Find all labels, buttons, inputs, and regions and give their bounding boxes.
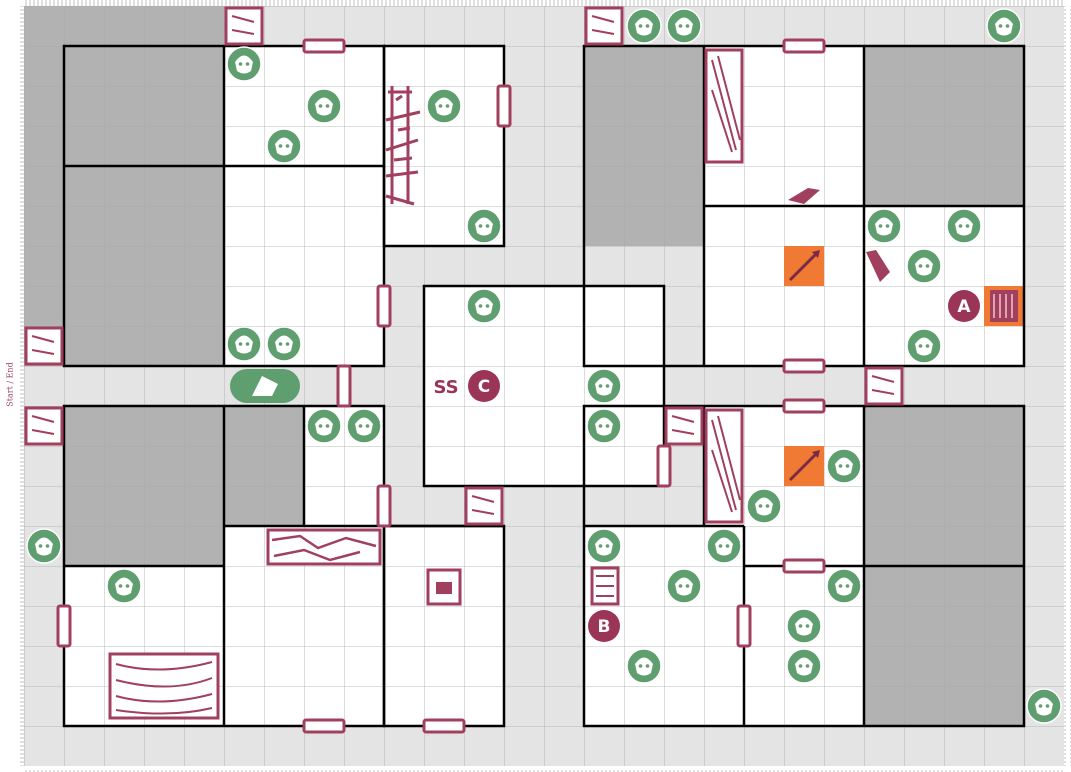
orc-icon[interactable]: [266, 128, 302, 164]
orc-icon[interactable]: [26, 528, 62, 564]
room-marker-b: B: [588, 610, 620, 642]
goblin-icon[interactable]: [1026, 688, 1062, 724]
chest-icon: [426, 566, 620, 606]
svg-text:A: A: [957, 297, 971, 317]
orc-icon[interactable]: [306, 88, 342, 124]
orc-icon[interactable]: [906, 328, 942, 364]
sorcerer-icon[interactable]: [786, 608, 822, 644]
rubble-icon: [24, 6, 904, 526]
room-walls: [62, 44, 1026, 728]
spear-trap-icon: [784, 246, 824, 486]
rubble-icon: [266, 528, 382, 566]
skeleton-icon[interactable]: [626, 648, 662, 684]
goblin-icon[interactable]: [266, 326, 302, 362]
gargoyle-icon[interactable]: [426, 88, 462, 124]
skeleton-icon[interactable]: [826, 568, 862, 604]
svg-text:C: C: [478, 377, 490, 397]
room-marker-c: C: [468, 370, 500, 402]
skeleton-icon[interactable]: [586, 528, 622, 564]
fireplace-icon: [788, 188, 890, 282]
goblin-icon[interactable]: [986, 8, 1022, 44]
orc-icon[interactable]: [346, 408, 382, 444]
table-icon: [108, 652, 220, 720]
goblin-icon[interactable]: [226, 46, 262, 82]
bookcase-icon: [704, 48, 744, 524]
wizard-icon[interactable]: [586, 368, 622, 404]
fimir-icon[interactable]: [586, 408, 622, 444]
door-icon[interactable]: [56, 38, 826, 734]
goblin-icon[interactable]: [226, 326, 262, 362]
goblin-icon[interactable]: [626, 8, 662, 44]
secret-marker-ss: SS: [433, 377, 458, 398]
zombie-icon[interactable]: [746, 488, 782, 524]
orc-icon[interactable]: [106, 568, 142, 604]
weapons-rack-icon: [385, 86, 421, 206]
mummy-icon[interactable]: [666, 568, 702, 604]
pit-trap-icon: [984, 286, 1024, 326]
svg-text:B: B: [598, 617, 611, 637]
goblin-icon[interactable]: [866, 208, 902, 244]
skeleton-icon[interactable]: [706, 528, 742, 564]
zombie-icon[interactable]: [826, 448, 862, 484]
mummy-icon[interactable]: [786, 648, 822, 684]
room-marker-a: A: [948, 290, 980, 322]
chaos-warrior-icon[interactable]: [466, 288, 502, 324]
orc-icon[interactable]: [306, 408, 342, 444]
gargoyle-icon[interactable]: [466, 208, 502, 244]
goblin-icon[interactable]: [946, 208, 982, 244]
start-end-label: Start / End: [5, 362, 15, 407]
goblin-icon[interactable]: [666, 8, 702, 44]
goblin-icon[interactable]: [906, 248, 942, 284]
dragon-token-icon[interactable]: [230, 369, 300, 403]
